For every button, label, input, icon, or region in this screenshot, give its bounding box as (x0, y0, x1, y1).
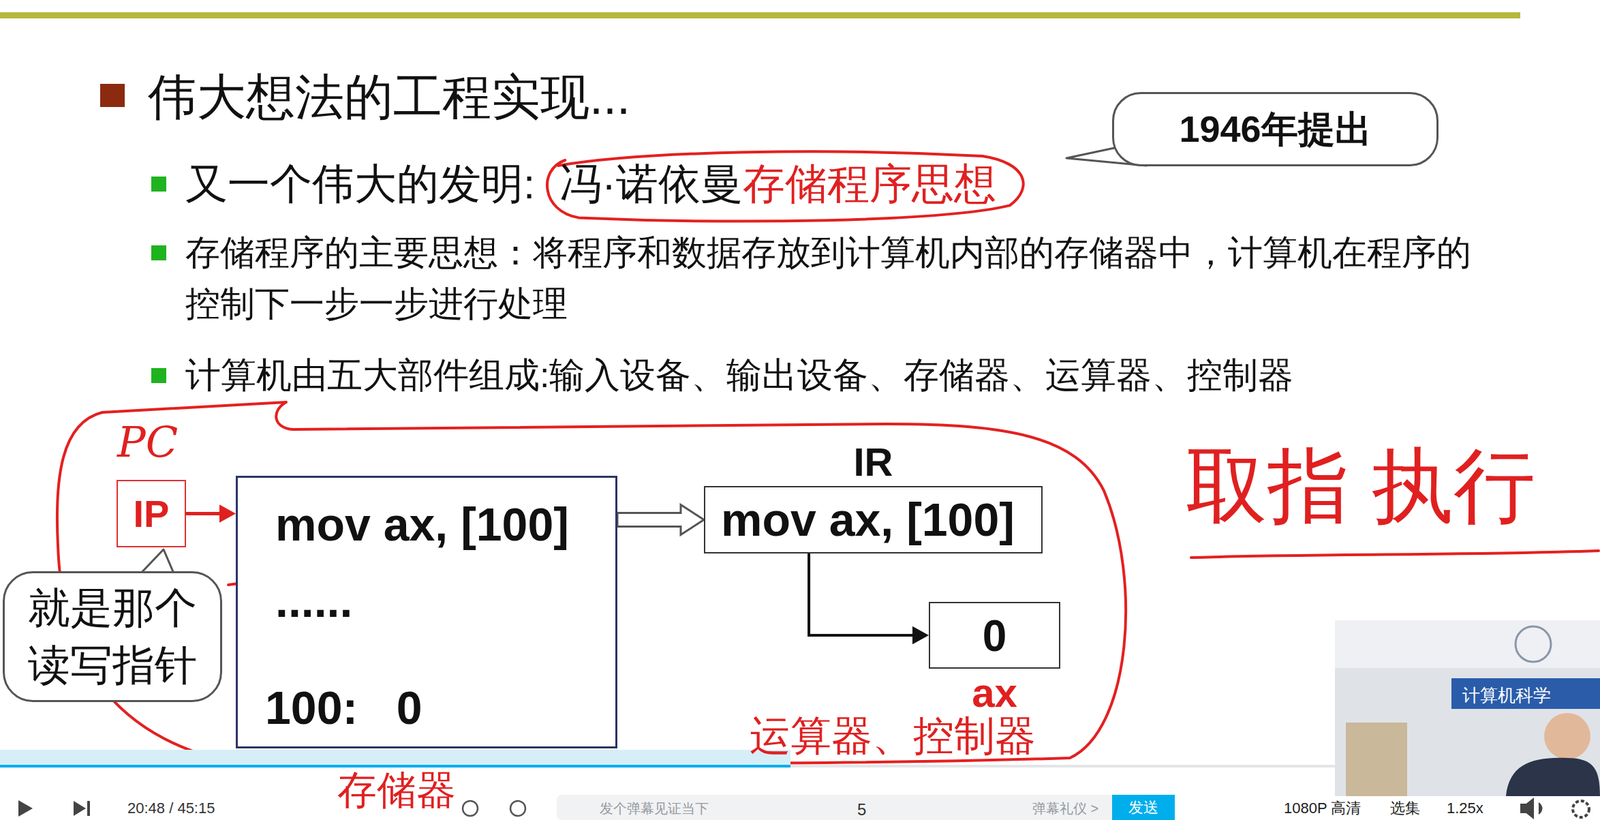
arrow-head (219, 504, 236, 522)
register-box: IRmov ax, [100] (703, 485, 1043, 554)
connector-line (186, 511, 220, 516)
connector (617, 504, 704, 535)
progress-played (0, 764, 791, 768)
handwritten-loop (57, 402, 1126, 764)
node-text: ...... (275, 573, 353, 629)
play-icon (18, 800, 33, 817)
player-time: 20:48 / 45:15 (127, 800, 215, 816)
page-number: 5 (857, 801, 867, 818)
node-text: IP (133, 490, 170, 537)
highlight-text: 存储程序思想 (742, 158, 997, 210)
connector (186, 504, 236, 522)
next-icon (73, 800, 86, 816)
danmaku-input (556, 794, 1123, 820)
memory-box: mov ax, [100]...... 100: 0 (235, 475, 618, 749)
title-bullet (100, 83, 125, 107)
register-box: IP (116, 479, 187, 548)
register-box: 0ax (928, 601, 1061, 669)
part-label: 运算器、控制器 (749, 715, 1036, 757)
webcam-person-head (1544, 712, 1591, 760)
top-bar (0, 12, 1521, 19)
webcam-person-body (1505, 757, 1600, 796)
node-text: IR (705, 438, 1042, 486)
player-option: 1080P 高清 (1283, 800, 1361, 816)
player-link: 弹幕礼仪 > (1032, 801, 1099, 815)
webcam-banner (1451, 678, 1600, 709)
handwritten-ellipse (547, 151, 1024, 221)
node-text: 1946年提出 (1178, 106, 1372, 152)
webcam-banner-text: 计算机科学 (1458, 683, 1556, 708)
bullet-text: 计算机由五大部件组成:输入设备、输出设备、存储器、运算器、控制器 (185, 349, 1294, 401)
webcam-frame (1334, 620, 1600, 796)
player-option: 选集 (1390, 800, 1421, 816)
bullet-square (151, 367, 167, 383)
danmaku-icon (462, 800, 478, 816)
handwritten-underline (1191, 550, 1599, 558)
bullet-square (151, 245, 167, 261)
settings-icon (1572, 800, 1590, 818)
danmaku-icon (510, 800, 526, 816)
part-label: 存储器 (337, 770, 456, 810)
webcam-wall (1334, 620, 1600, 668)
connector (808, 553, 929, 644)
connector-line (808, 553, 913, 636)
bullet-text: 又一个伟大的发明: (185, 158, 535, 210)
next-icon (87, 800, 90, 816)
arrow-head (912, 626, 929, 644)
node-text: mov ax, [100] (720, 491, 1015, 548)
progress-energy (0, 749, 791, 765)
player-option: 1.25x (1446, 800, 1484, 816)
callout-bubble: 就是那个 读写指针 (2, 571, 223, 702)
bullet-text: 存储程序的主要思想：将程序和数据存放到计算机内部的存储器中，计算机在程序的控制下… (185, 226, 1481, 330)
webcam-logo (1515, 626, 1551, 662)
node-text: 就是那个 读写指针 (21, 579, 204, 694)
node-text: mov ax, [100] (275, 496, 569, 553)
handwritten-note: 取指 执行 (1185, 436, 1536, 535)
send-button: 发送 (1112, 794, 1175, 820)
node-text: 0 (930, 609, 1059, 663)
volume-icon (1520, 798, 1543, 818)
hollow-arrow (617, 504, 704, 535)
handwritten-note: PC (117, 417, 178, 468)
slide-title: 伟大想法的工程实现... (147, 67, 631, 127)
webcam-cup (1345, 722, 1408, 796)
callout-bubble: 1946年提出 (1112, 91, 1439, 167)
input-placeholder: 发个弹幕见证当下 (599, 801, 709, 815)
node-text: 100: 0 (265, 680, 423, 736)
bullet-text: 冯·诺依曼 (559, 158, 743, 210)
node-text: ax (930, 672, 1059, 714)
bullet-square (151, 176, 167, 192)
